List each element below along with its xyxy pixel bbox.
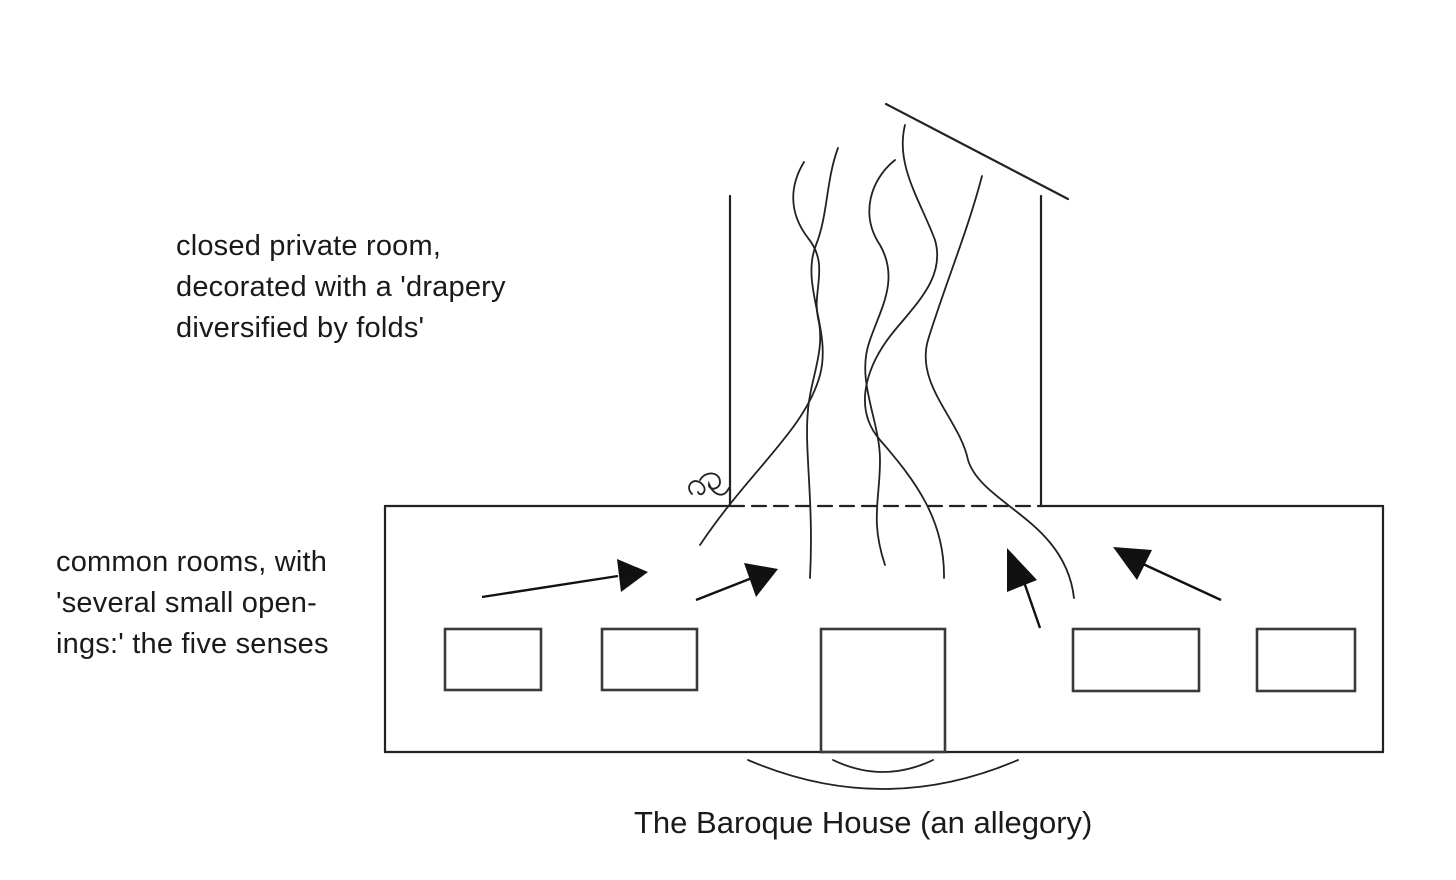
roof-slope — [884, 102, 1070, 201]
drapery-fold — [864, 124, 945, 579]
arrow — [1007, 548, 1042, 629]
drapery-fold — [699, 147, 839, 546]
upper-floor — [688, 102, 1070, 508]
arrow — [1113, 547, 1222, 602]
window-4 — [1255, 627, 1357, 693]
scroll-ornament — [688, 472, 730, 496]
window-2 — [600, 627, 699, 692]
window-3 — [1071, 627, 1201, 693]
common-rooms-label: common rooms, with 'several small open- … — [56, 546, 329, 660]
diagram-caption: The Baroque House (an allegory) — [634, 805, 1093, 840]
door-arc-inner — [832, 759, 934, 773]
private-room-label: closed private room, decorated with a 'd… — [176, 230, 506, 344]
door — [819, 627, 947, 754]
door-arc-outer — [747, 759, 1019, 790]
arrows — [481, 547, 1222, 629]
drapery-fold — [924, 175, 1075, 599]
arrow — [695, 563, 778, 602]
lower-floor — [383, 504, 1385, 790]
window-1 — [443, 627, 543, 692]
drapery-folds — [699, 124, 1075, 599]
arrow — [481, 559, 648, 599]
drapery-fold — [864, 159, 896, 566]
drapery-fold — [792, 161, 822, 579]
